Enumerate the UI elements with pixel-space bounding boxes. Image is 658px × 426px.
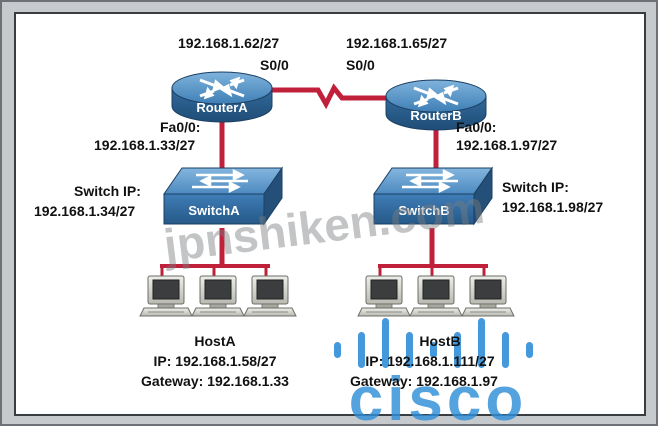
switch-arrows-icon xyxy=(402,168,458,194)
routerA-serial-ip: 192.168.1.62/27 xyxy=(178,35,279,51)
switchB[interactable]: SwitchB xyxy=(373,166,493,226)
hostA-gateway: Gateway: 192.168.1.33 xyxy=(141,373,289,389)
pc-icon[interactable] xyxy=(191,275,245,317)
hostB-name: HostB xyxy=(419,333,460,349)
routerB-serial-ip: 192.168.1.65/27 xyxy=(346,35,447,51)
pc-icon[interactable] xyxy=(461,275,515,317)
switchA[interactable]: SwitchA xyxy=(163,166,283,226)
serial-link xyxy=(264,83,388,110)
hostB-ip: IP: 192.168.1.111/27 xyxy=(365,353,494,369)
router-arrows-icon xyxy=(413,84,459,108)
router-arrows-icon xyxy=(199,76,245,100)
routerB-fa-if: Fa0/0: xyxy=(456,119,496,135)
switchA-name: SwitchA xyxy=(188,203,240,218)
switchB-name: SwitchB xyxy=(398,203,449,218)
diagram-panel xyxy=(14,12,646,416)
routerB-fa-ip: 192.168.1.97/27 xyxy=(456,137,557,153)
hostB-pcs xyxy=(357,275,515,317)
hostA-pcs xyxy=(139,275,297,317)
hostB-gateway: Gateway: 192.168.1.97 xyxy=(350,373,498,389)
switchA-ip-label: Switch IP: xyxy=(74,183,141,199)
pc-icon[interactable] xyxy=(357,275,411,317)
pc-icon[interactable] xyxy=(243,275,297,317)
links xyxy=(160,83,488,276)
pc-icon[interactable] xyxy=(139,275,193,317)
hostA-ip: IP: 192.168.1.58/27 xyxy=(154,353,277,369)
switchB-ip-label: Switch IP: xyxy=(502,179,569,195)
routerB-serial-if: S0/0 xyxy=(346,57,375,73)
routerB[interactable]: RouterB xyxy=(385,79,487,131)
switch-arrows-icon xyxy=(192,168,248,194)
cisco-wordmark: cisco xyxy=(349,365,528,426)
switchB-ip: 192.168.1.98/27 xyxy=(502,199,603,215)
routerA-fa-ip: 192.168.1.33/27 xyxy=(94,137,195,153)
routerA-serial-if: S0/0 xyxy=(260,57,289,73)
pc-icon[interactable] xyxy=(409,275,463,317)
routerA-name: RouterA xyxy=(196,100,248,115)
routerA[interactable]: RouterA xyxy=(171,71,273,123)
hostA-name: HostA xyxy=(194,333,235,349)
routerA-fa-if: Fa0/0: xyxy=(160,119,200,135)
cisco-logo: cisco xyxy=(334,318,533,426)
switchA-ip: 192.168.1.34/27 xyxy=(34,203,135,219)
routerB-name: RouterB xyxy=(410,108,461,123)
